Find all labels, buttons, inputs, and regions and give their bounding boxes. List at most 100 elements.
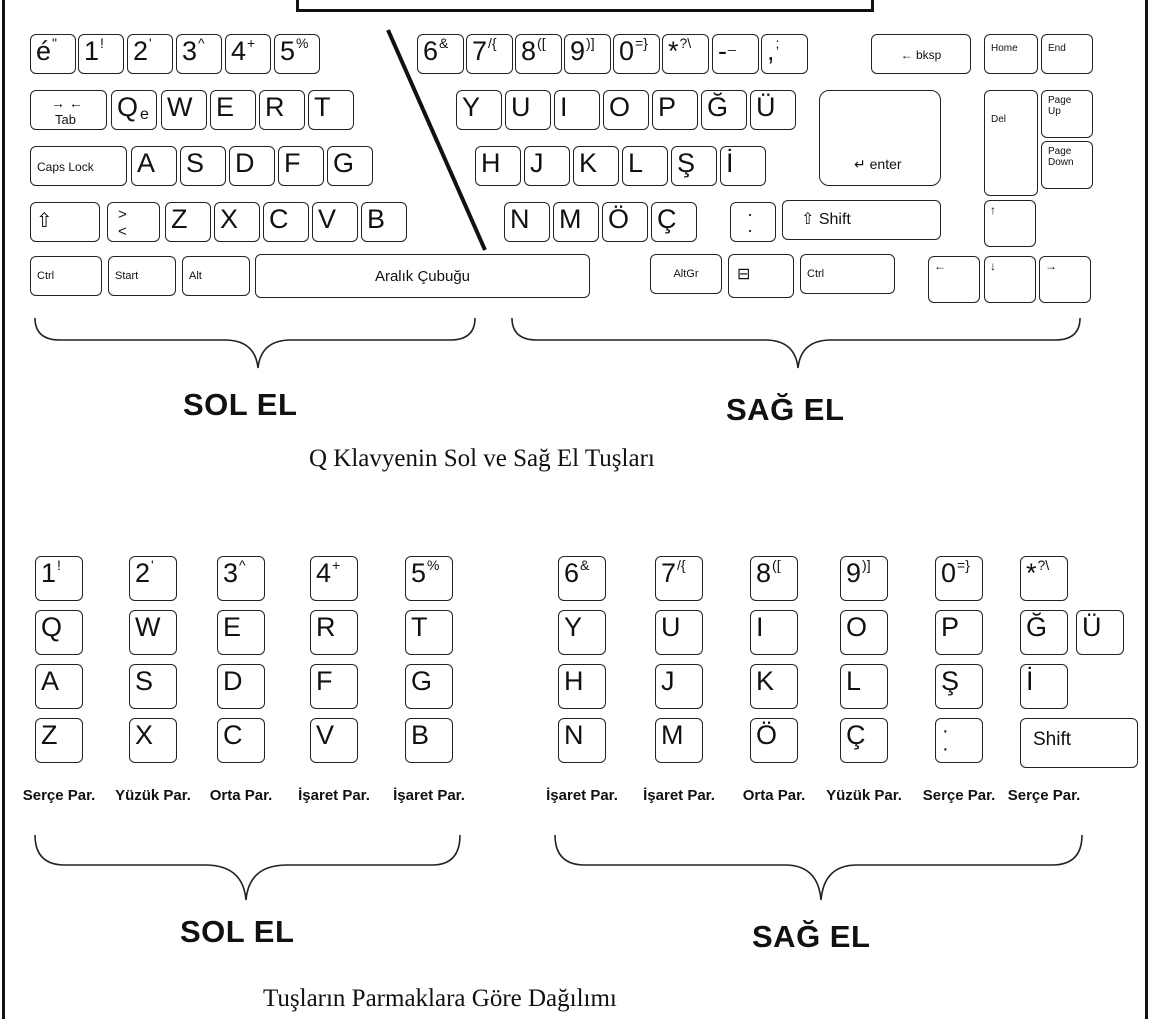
key-label: Y [462, 92, 481, 122]
key-label: X [135, 720, 154, 750]
key-label: 9)] [846, 557, 871, 588]
finger-left-key: 1! [35, 556, 83, 601]
key-r2-6: Ü [750, 90, 796, 130]
key-label: Ü [756, 92, 776, 122]
key-0-row1: é" [30, 34, 76, 74]
key-label: 2' [135, 557, 154, 588]
left-arrow-key: ← [928, 256, 980, 303]
key-r3-5: İ [720, 146, 766, 186]
key-r1-5: *?\ [662, 34, 709, 74]
right-shift-key: ⇧ Shift [782, 200, 941, 240]
finger-right-key: *?\ [1020, 556, 1068, 601]
bottom-caption: Tuşların Parmaklara Göre Dağılımı [263, 985, 617, 1012]
key-label: D [235, 148, 255, 178]
key-label: 7/{ [661, 557, 686, 588]
key-label: R [265, 92, 285, 122]
finger-right-key: Ş [935, 664, 983, 709]
key-f: F [278, 146, 324, 186]
key-r4-2: Ö [602, 202, 648, 242]
key-r1-6: -_ [712, 34, 759, 74]
backspace-key: ← bksp [871, 34, 971, 74]
key-label: T [411, 612, 428, 642]
key-w: W [161, 90, 207, 130]
key-label: P [941, 612, 960, 642]
top-left-brace [34, 317, 476, 369]
caps-lock-key: Caps Lock [30, 146, 127, 186]
finger-right-key: 0=} [935, 556, 983, 601]
finger-right-key: 6& [558, 556, 606, 601]
key-label: İ [726, 148, 734, 178]
key-label: N [510, 204, 530, 234]
finger-label: Yüzük Par. [826, 787, 902, 804]
home-key: Home [984, 34, 1038, 74]
finger-right-key: N [558, 718, 606, 763]
finger-right-key: İ [1020, 664, 1068, 709]
key-label: Q [41, 612, 63, 642]
finger-right-key: P [935, 610, 983, 655]
key-label: S [135, 666, 154, 696]
finger-right-key: Ç [840, 718, 888, 763]
finger-left-key: V [310, 718, 358, 763]
key-label: G [333, 148, 355, 178]
figure-top-bar [296, 0, 874, 12]
key-r2-3: O [603, 90, 649, 130]
key-label: T [314, 92, 331, 122]
key-r: R [259, 90, 305, 130]
key-g: G [327, 146, 373, 186]
key-label: B [411, 720, 430, 750]
finger-label: Serçe Par. [922, 787, 996, 804]
key-r1-1: 7/{ [466, 34, 513, 74]
key-r1-7: ,; [761, 34, 808, 74]
top-hand-left-label: SOL EL [183, 387, 298, 422]
finger-label: Orta Par. [209, 787, 273, 804]
key-r3-1: J [524, 146, 570, 186]
start-key: Start [108, 256, 176, 296]
key-label: K [756, 666, 775, 696]
key-label: V [316, 720, 335, 750]
key-label: R [316, 612, 336, 642]
key-label: L [628, 148, 644, 178]
key-label: 0=} [619, 35, 648, 66]
key-label: *?\ [1026, 557, 1050, 588]
key-label: N [564, 720, 584, 750]
finger-right-key: J [655, 664, 703, 709]
finger-right-key: I [750, 610, 798, 655]
finger-left-key: Z [35, 718, 83, 763]
finger-right-key: ·· [935, 718, 983, 763]
key-r2-5: Ğ [701, 90, 747, 130]
key-label: 2' [133, 35, 152, 66]
key-label: Z [41, 720, 58, 750]
finger-right-key: 8([ [750, 556, 798, 601]
top-caption: Q Klavyenin Sol ve Sağ El Tuşları [309, 445, 655, 472]
finger-left-key: R [310, 610, 358, 655]
key-r4-0: N [504, 202, 550, 242]
key-label: H [564, 666, 584, 696]
finger-right-key: M [655, 718, 703, 763]
key-label: -_ [718, 35, 736, 66]
end-key: End [1041, 34, 1093, 74]
key-label: A [137, 148, 156, 178]
key-r2-1: U [505, 90, 551, 130]
finger-left-key: B [405, 718, 453, 763]
key-label: *?\ [668, 35, 692, 66]
key-label: 1! [84, 35, 104, 66]
top-right-brace [511, 317, 1081, 369]
bottom-hand-right-label: SAĞ EL [752, 919, 871, 954]
finger-left-key: 2' [129, 556, 177, 601]
finger-label: İşaret Par. [298, 787, 370, 804]
key-5-row1: 5% [274, 34, 320, 74]
key-r4-1: M [553, 202, 599, 242]
key-label: G [411, 666, 433, 696]
key-label: Start [115, 270, 139, 282]
up-arrow-key: ↑ [984, 200, 1036, 247]
key-label: I [560, 92, 568, 122]
key-d: D [229, 146, 275, 186]
key-label: 0=} [941, 557, 970, 588]
key-r1-0: 6& [417, 34, 464, 74]
finger-left-key: C [217, 718, 265, 763]
key-b: B [361, 202, 407, 242]
altgr-key: AltGr [650, 254, 722, 294]
key-r1-4: 0=} [613, 34, 660, 74]
finger-left-key: E [217, 610, 265, 655]
hand-divider-line [386, 29, 487, 251]
